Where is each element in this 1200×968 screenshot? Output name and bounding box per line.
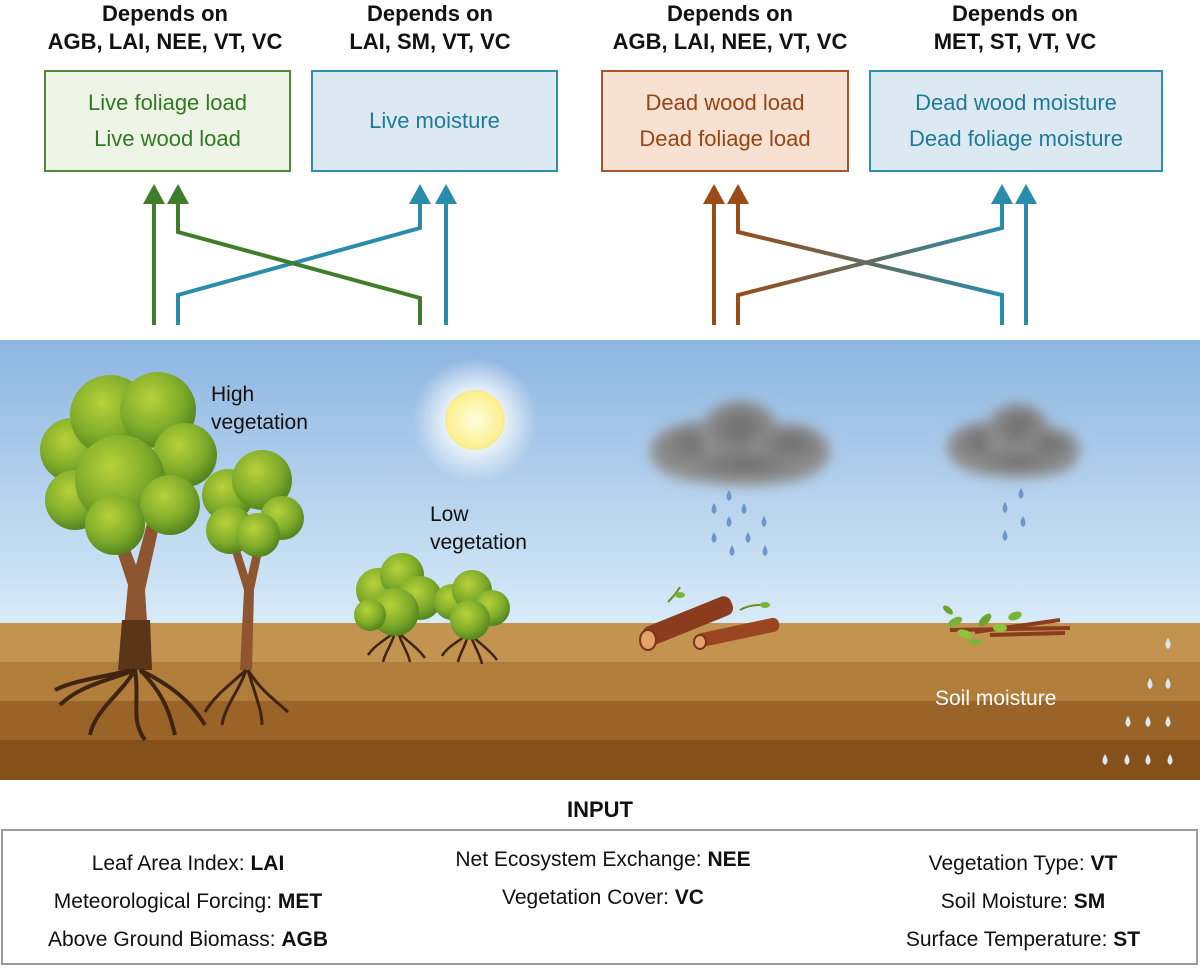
- arrow-head: [991, 184, 1013, 204]
- soil-moisture-label: Soil moisture: [935, 687, 1057, 710]
- legend-item: Vegetation Cover: VC: [502, 886, 704, 909]
- output-line: Dead wood moisture: [915, 90, 1117, 115]
- output-line: Dead wood load: [645, 90, 805, 115]
- arrow-head: [167, 184, 189, 204]
- dependency-title: Depends on: [952, 1, 1078, 26]
- low-vegetation-bush-icon: [434, 570, 510, 665]
- dead-foliage-twigs-icon: [943, 605, 1071, 645]
- arrow-head: [143, 184, 165, 204]
- soil-layer: [0, 701, 1200, 741]
- arrow-head: [703, 184, 725, 204]
- output-box-live-load: Live foliage load Live wood load: [44, 70, 291, 172]
- output-line: Live foliage load: [87, 90, 247, 115]
- legend-item: Surface Temperature: ST: [905, 928, 1141, 951]
- legend-item: Meteorological Forcing: MET: [53, 890, 323, 913]
- dependency-header-dead-load: Depends on AGB, LAI, NEE, VT, VC: [580, 0, 880, 56]
- dependency-vars: AGB, LAI, NEE, VT, VC: [612, 29, 848, 54]
- output-box-live-moisture: Live moisture: [311, 70, 558, 172]
- dependency-title: Depends on: [102, 1, 228, 26]
- label-line: Low: [430, 503, 469, 526]
- landscape-scene: [0, 340, 1200, 780]
- arrow-head: [435, 184, 457, 204]
- soil-layer: [0, 740, 1200, 780]
- input-title: INPUT: [567, 797, 633, 822]
- low-vegetation-bush-icon: [354, 553, 442, 663]
- dependency-title: Depends on: [367, 1, 493, 26]
- soil-moisture-drops-icon: [1102, 638, 1173, 765]
- legend-item: Vegetation Type: VT: [928, 852, 1118, 875]
- dependency-vars: MET, ST, VT, VC: [933, 29, 1097, 54]
- high-vegetation-label: High vegetation: [211, 381, 308, 437]
- legend-item: Soil Moisture: SM: [940, 890, 1106, 913]
- cloud-icon: [650, 401, 830, 486]
- legend-column: Leaf Area Index: LAI Meteorological Forc…: [3, 845, 373, 959]
- input-legend-box: Leaf Area Index: LAI Meteorological Forc…: [1, 829, 1198, 965]
- connector-line: [176, 200, 422, 325]
- arrow-head: [409, 184, 431, 204]
- label-line: vegetation: [211, 411, 308, 434]
- sun-icon: [445, 390, 505, 450]
- dependency-vars: AGB, LAI, NEE, VT, VC: [47, 29, 283, 54]
- legend-item: Leaf Area Index: LAI: [91, 852, 285, 875]
- dependency-header-dead-moisture: Depends on MET, ST, VT, VC: [870, 0, 1160, 56]
- output-line: Live moisture: [369, 108, 500, 133]
- low-vegetation-label: Low vegetation: [430, 501, 527, 557]
- legend-column: Vegetation Type: VT Soil Moisture: SM Su…: [863, 845, 1183, 959]
- arrow-head: [727, 184, 749, 204]
- dependency-vars: LAI, SM, VT, VC: [349, 29, 511, 54]
- rain-drops-icon: [711, 488, 1026, 556]
- connector-line: [736, 200, 1004, 325]
- output-box-dead-moisture: Dead wood moisture Dead foliage moisture: [869, 70, 1163, 172]
- high-vegetation-tree-icon: [40, 372, 217, 742]
- connector-arrows: [143, 184, 1037, 325]
- output-line: Dead foliage moisture: [908, 126, 1123, 151]
- dependency-header-live-load: Depends on AGB, LAI, NEE, VT, VC: [20, 0, 310, 56]
- dead-wood-logs-icon: [639, 586, 780, 651]
- output-line: Dead foliage load: [639, 126, 811, 151]
- label-line: High: [211, 383, 255, 406]
- dependency-header-live-moisture: Depends on LAI, SM, VT, VC: [290, 0, 570, 56]
- legend-item: Above Ground Biomass: AGB: [47, 928, 329, 951]
- legend-item: Net Ecosystem Exchange: NEE: [455, 848, 751, 871]
- output-box-dead-load: Dead wood load Dead foliage load: [601, 70, 849, 172]
- arrow-head: [1015, 184, 1037, 204]
- output-line: Live wood load: [94, 126, 241, 151]
- high-vegetation-tree-icon: [202, 450, 304, 726]
- cloud-icon: [947, 404, 1080, 478]
- legend-column: Net Ecosystem Exchange: NEE Vegetation C…: [403, 841, 803, 917]
- connector-line: [176, 200, 422, 325]
- soil-layer: [0, 662, 1200, 702]
- dependency-title: Depends on: [667, 1, 793, 26]
- label-line: vegetation: [430, 531, 527, 554]
